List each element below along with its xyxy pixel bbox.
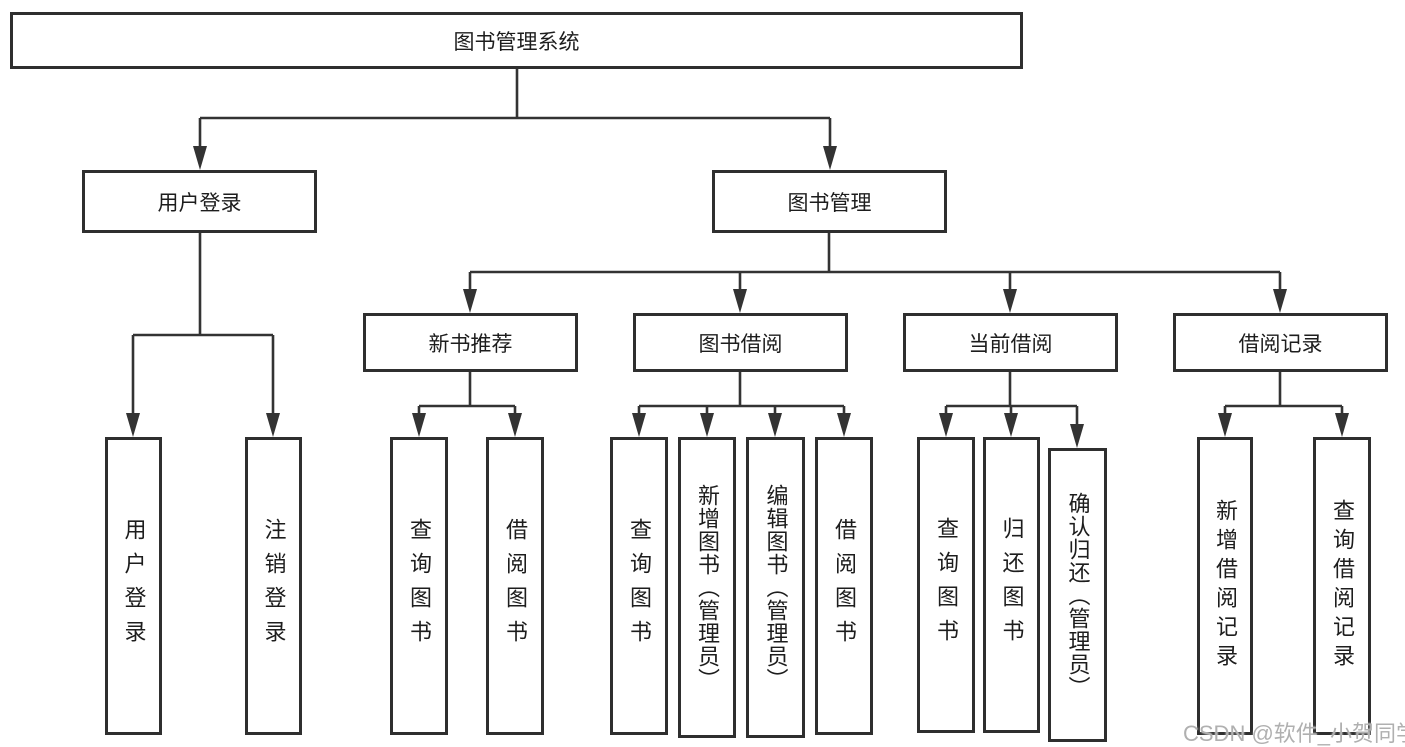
leaf-return-books-label: 归还图书 bbox=[999, 517, 1025, 653]
arrowheads bbox=[126, 146, 1349, 448]
watermark: CSDN @软件_小贺同学 bbox=[1183, 721, 1405, 746]
leaf-query-borrow-record: 查询借阅记录 bbox=[1313, 437, 1371, 735]
node-new-book-recommend: 新书推荐 bbox=[363, 313, 578, 372]
leaf-add-books-admin-label: 新增图书（管理员） bbox=[695, 484, 720, 691]
node-book-management: 图书管理 bbox=[712, 170, 947, 233]
leaf-recommend-query-books-label: 查询图书 bbox=[407, 518, 432, 654]
leaf-user-login-label: 用户登录 bbox=[121, 518, 147, 654]
leaf-return-books: 归还图书 bbox=[983, 437, 1040, 733]
leaf-current-query-books-label: 查询图书 bbox=[934, 517, 959, 653]
node-current-borrow-label: 当前借阅 bbox=[968, 332, 1053, 356]
node-book-borrow: 图书借阅 bbox=[633, 313, 848, 372]
leaf-confirm-return-admin-label: 确认归还（管理员） bbox=[1065, 491, 1091, 699]
node-borrow-records: 借阅记录 bbox=[1173, 313, 1388, 372]
leaf-borrow-books-label: 借阅图书 bbox=[832, 518, 857, 654]
node-library-system-label: 图书管理系统 bbox=[453, 30, 580, 54]
leaf-confirm-return-admin: 确认归还（管理员） bbox=[1048, 448, 1107, 742]
leaf-logout: 注销登录 bbox=[245, 437, 302, 735]
node-new-book-recommend-label: 新书推荐 bbox=[428, 332, 513, 356]
leaf-recommend-query-books: 查询图书 bbox=[390, 437, 448, 735]
leaf-add-books-admin: 新增图书（管理员） bbox=[678, 437, 736, 738]
node-user-login-label: 用户登录 bbox=[157, 191, 242, 215]
leaf-current-query-books: 查询图书 bbox=[917, 437, 975, 733]
leaf-borrow-query-books-label: 查询图书 bbox=[627, 518, 652, 654]
leaf-user-login: 用户登录 bbox=[105, 437, 162, 735]
node-borrow-records-label: 借阅记录 bbox=[1238, 332, 1323, 356]
leaf-recommend-borrow-books: 借阅图书 bbox=[486, 437, 544, 735]
node-book-management-label: 图书管理 bbox=[787, 191, 872, 215]
leaf-add-borrow-record: 新增借阅记录 bbox=[1197, 437, 1253, 735]
leaf-recommend-borrow-books-label: 借阅图书 bbox=[503, 518, 528, 654]
leaf-edit-books-admin-label: 编辑图书（管理员） bbox=[763, 484, 789, 691]
node-book-borrow-label: 图书借阅 bbox=[698, 332, 783, 356]
leaf-logout-label: 注销登录 bbox=[261, 518, 287, 654]
leaf-add-borrow-record-label: 新增借阅记录 bbox=[1213, 499, 1238, 673]
node-current-borrow: 当前借阅 bbox=[903, 313, 1118, 372]
leaf-edit-books-admin: 编辑图书（管理员） bbox=[746, 437, 805, 738]
leaf-query-borrow-record-label: 查询借阅记录 bbox=[1330, 499, 1355, 673]
leaf-borrow-query-books: 查询图书 bbox=[610, 437, 668, 735]
leaf-borrow-books: 借阅图书 bbox=[815, 437, 873, 735]
node-library-system: 图书管理系统 bbox=[10, 12, 1023, 69]
node-user-login: 用户登录 bbox=[82, 170, 317, 233]
